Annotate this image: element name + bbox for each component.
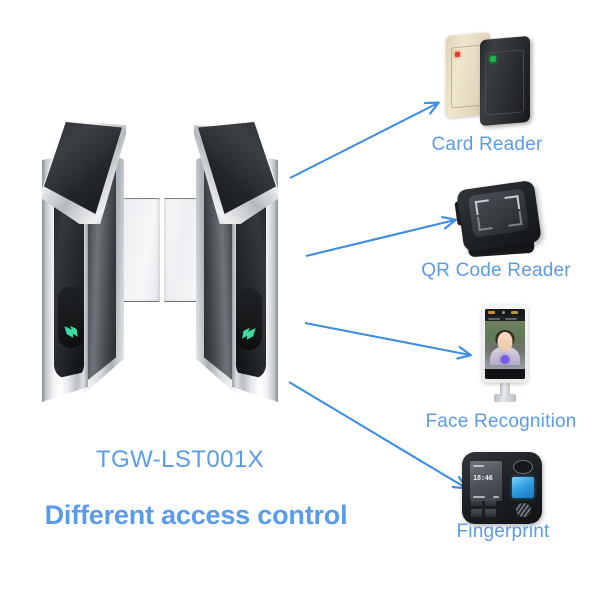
device-label-fingerprint: Fingerprint bbox=[456, 521, 550, 542]
person-head bbox=[497, 331, 513, 351]
screen-bottom-bar bbox=[485, 369, 525, 379]
keypad[interactable] bbox=[471, 498, 496, 517]
green-arrow-icon bbox=[64, 325, 78, 338]
lcd-text-line bbox=[493, 496, 499, 498]
status-chip bbox=[511, 311, 518, 314]
lcd-text-line bbox=[473, 465, 484, 467]
keypad-key[interactable] bbox=[485, 498, 496, 506]
terminal-screen bbox=[485, 309, 525, 379]
qr-code-reader-icon bbox=[456, 179, 542, 253]
status-dot-icon bbox=[502, 311, 505, 314]
device-label-card-reader: Card Reader bbox=[431, 134, 543, 155]
connector-arrow-card-reader bbox=[289, 103, 438, 179]
scan-bracket-icon bbox=[474, 199, 491, 216]
device-label-qr-code-reader: QR Code Reader bbox=[421, 260, 571, 281]
device-face-recognition bbox=[476, 305, 540, 403]
lcd-clock: 18:46 bbox=[473, 474, 493, 482]
status-chip bbox=[488, 311, 495, 314]
keypad-key[interactable] bbox=[485, 509, 496, 517]
fingerprint-terminal-icon: 18:46 bbox=[462, 452, 542, 524]
device-label-face-recognition: Face Recognition bbox=[425, 411, 577, 432]
device-qr-code-reader bbox=[452, 177, 550, 263]
lcd-text-line bbox=[473, 496, 485, 498]
device-card-reader bbox=[444, 26, 552, 127]
turnstile-pedestal-right bbox=[188, 120, 284, 430]
turnstile-pedestal-left bbox=[40, 120, 136, 430]
device-fingerprint: 18:46 bbox=[462, 452, 544, 528]
pass-indicator-left bbox=[58, 286, 84, 348]
terminal-base-foot bbox=[494, 394, 516, 402]
card-reader-black-icon bbox=[480, 35, 530, 127]
terminal-stand-pole bbox=[500, 382, 510, 396]
product-tagline: Different access control bbox=[44, 500, 348, 530]
screen-status-bar bbox=[485, 309, 525, 316]
fingerprint-scanner-pad[interactable] bbox=[512, 477, 534, 498]
scan-bracket-icon bbox=[476, 215, 493, 231]
scan-bracket-icon bbox=[506, 210, 523, 227]
face-recognition-terminal-icon bbox=[482, 305, 528, 383]
terminal-lcd-display: 18:46 bbox=[470, 461, 502, 501]
camera-lens-icon bbox=[513, 460, 533, 474]
pass-indicator-right bbox=[236, 288, 262, 350]
product-model-number: TGW-LST001X bbox=[95, 446, 265, 473]
qr-scan-window bbox=[467, 188, 530, 238]
camera-preview bbox=[485, 321, 525, 369]
keypad-key[interactable] bbox=[471, 509, 482, 517]
screen-text-line bbox=[488, 318, 500, 320]
screen-text-line bbox=[505, 318, 517, 320]
connector-arrow-fingerprint bbox=[288, 381, 466, 488]
recognition-badge-icon bbox=[500, 355, 510, 364]
green-arrow-icon bbox=[242, 327, 256, 340]
connector-arrow-qr-code-reader bbox=[305, 220, 455, 258]
connector-arrow-face-recognition bbox=[304, 321, 470, 355]
speed-gate-turnstile bbox=[30, 120, 310, 430]
status-led-red bbox=[455, 51, 460, 58]
keypad-key[interactable] bbox=[471, 498, 482, 506]
status-led-green bbox=[490, 55, 496, 63]
scan-bracket-icon bbox=[504, 195, 521, 211]
speaker-grille-icon bbox=[516, 503, 531, 517]
